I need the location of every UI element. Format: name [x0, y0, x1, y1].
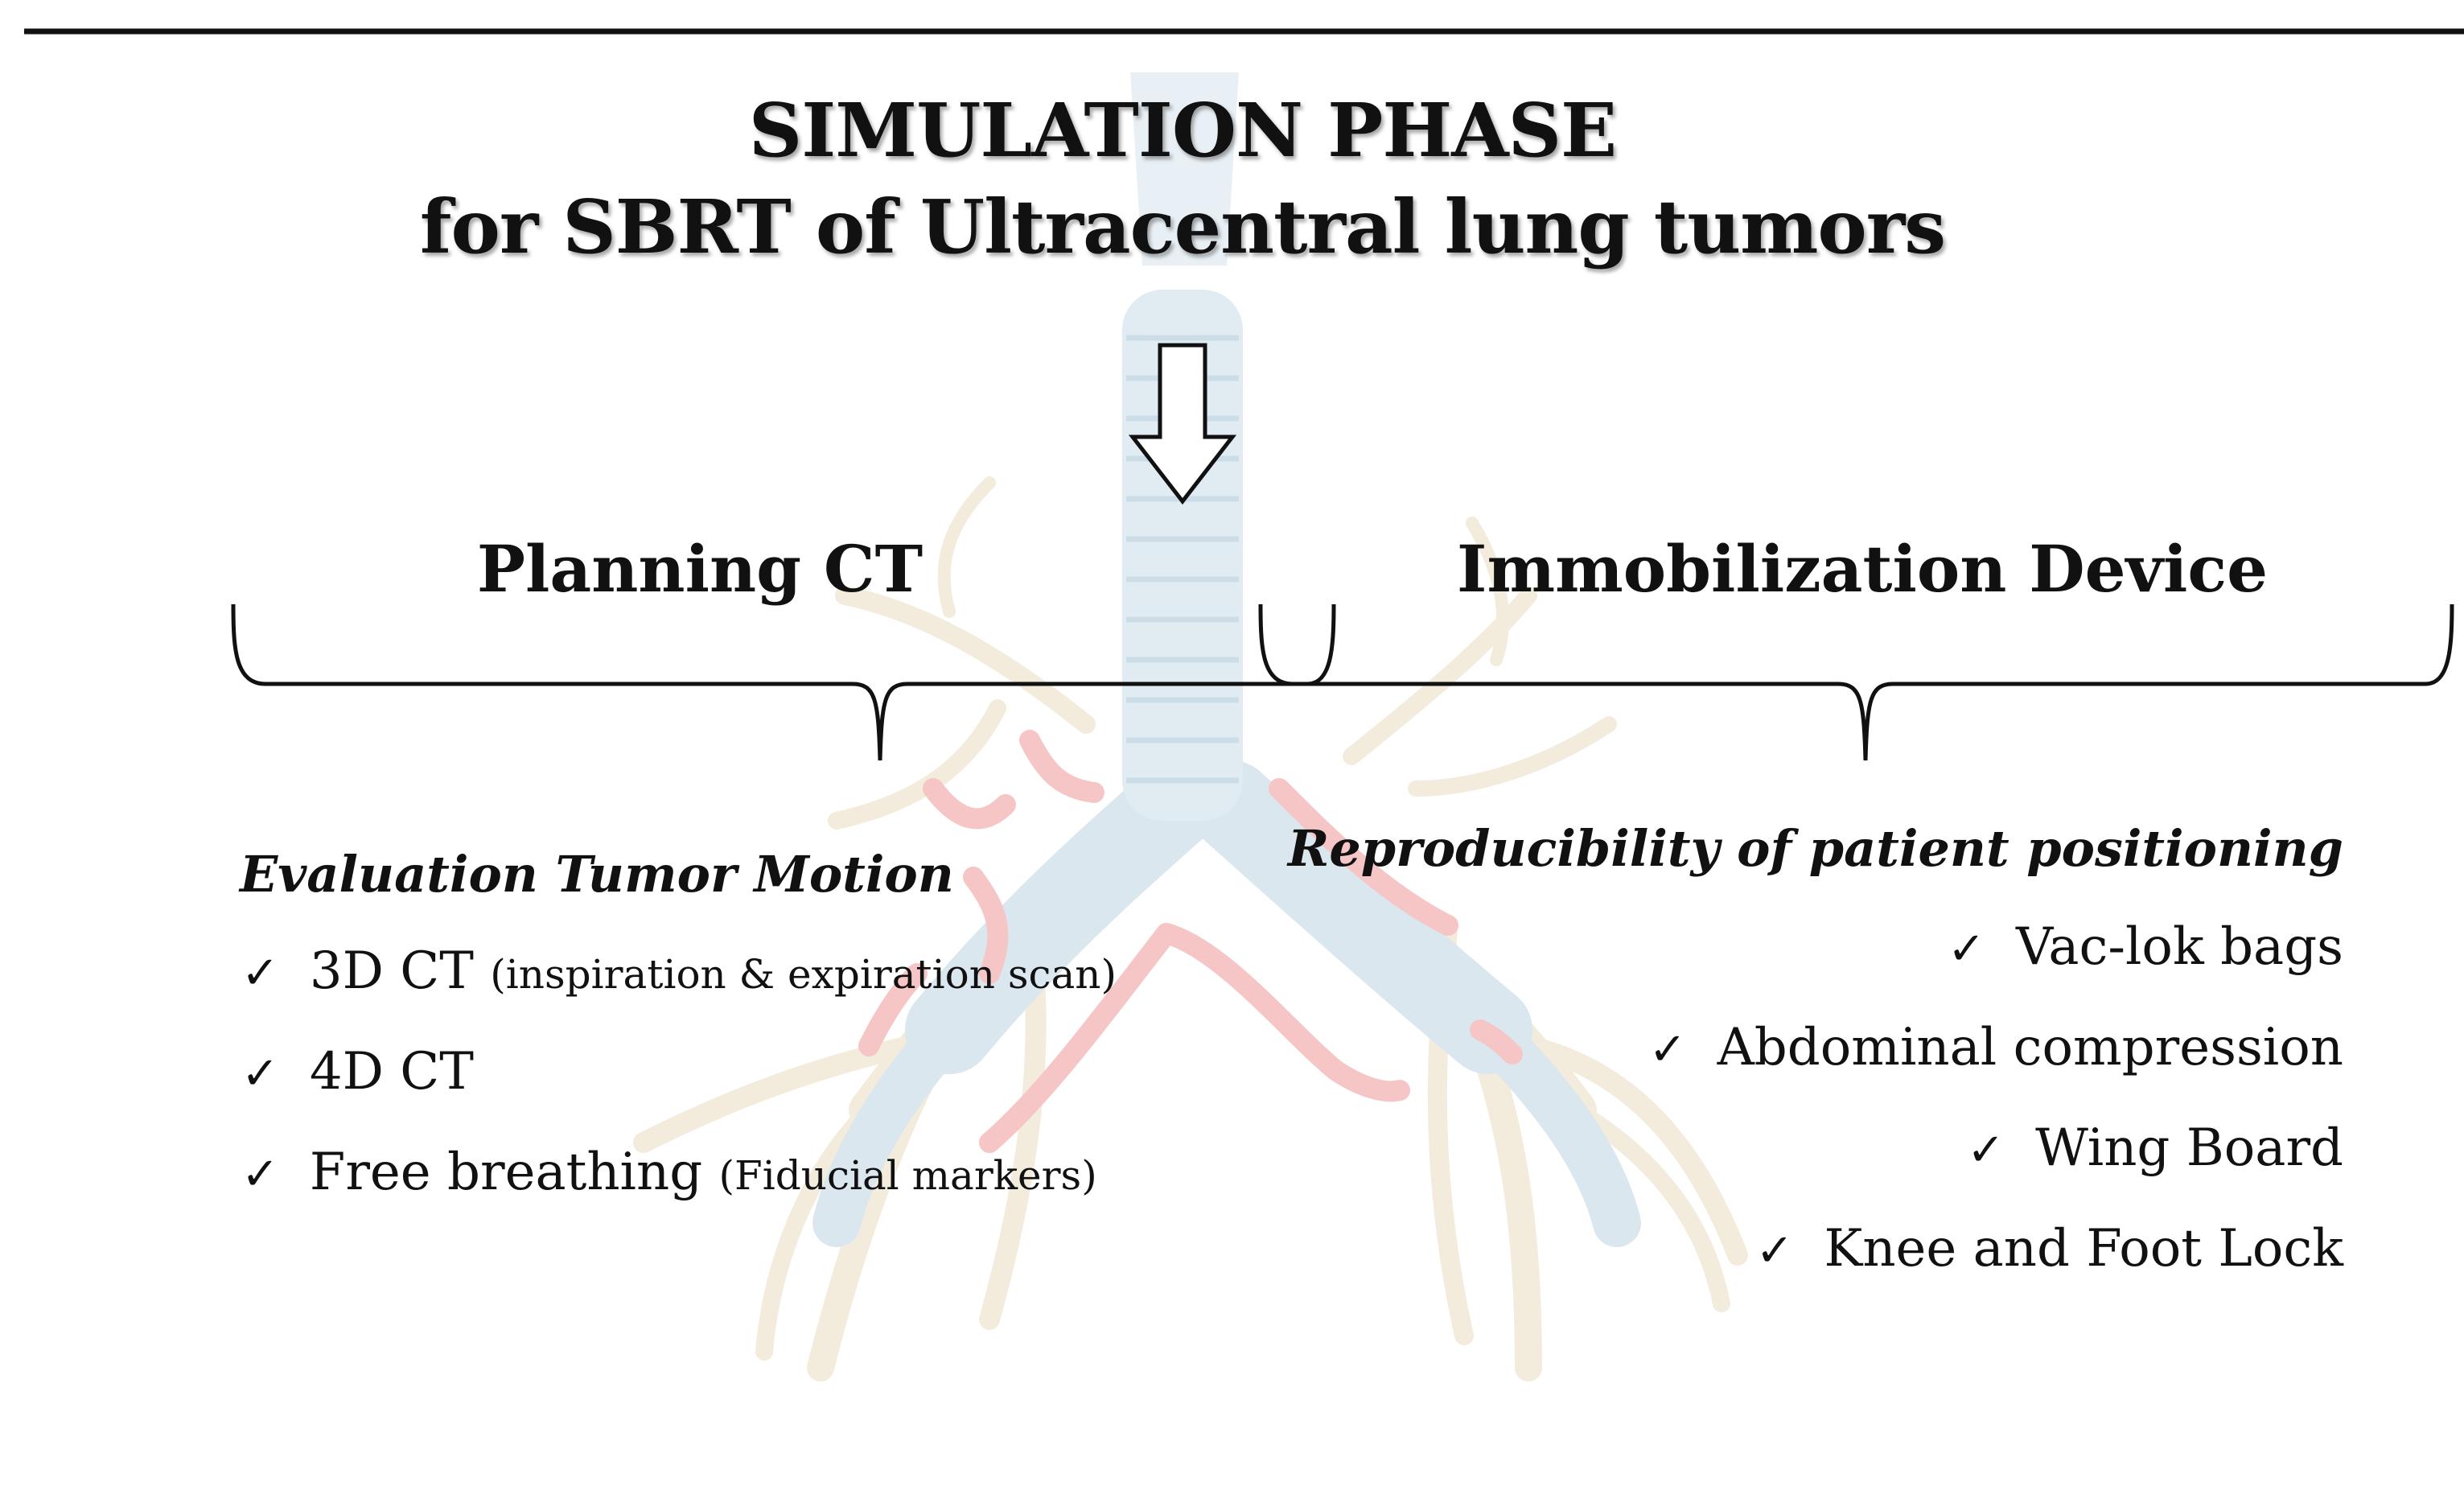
right-brace [1258, 603, 2454, 761]
item-main: Free breathing [309, 1143, 703, 1202]
item-main: Abdominal compression [1717, 1018, 2343, 1077]
checkmark-icon: ✓ [1648, 1023, 1687, 1076]
item-note: (Fiducial markers) [718, 1152, 1097, 1199]
item-note: (inspiration & expiration scan) [490, 951, 1117, 998]
diagram-title: SIMULATION PHASE [748, 87, 1617, 174]
checkmark-icon: ✓ [1948, 923, 1985, 975]
top-rule [24, 28, 2464, 35]
diagram-subtitle: for SBRT of Ultracentral lung tumors [419, 183, 1946, 270]
list-item: ✓ Vac-lok bags [1948, 917, 2343, 977]
item-main: 4D CT [309, 1042, 474, 1102]
bronchial-tree [633, 72, 1748, 1382]
down-arrow-icon [1128, 343, 1237, 505]
list-item: ✓ 4D CT [241, 1042, 474, 1102]
list-item: ✓ 3D CT (inspiration & expiration scan) [241, 941, 1117, 1001]
immobilization-device-heading: Immobilization Device [1457, 531, 2268, 607]
list-item: ✓ Knee and Foot Lock [1756, 1219, 2343, 1279]
evaluation-tumor-motion-label: Evaluation Tumor Motion [240, 845, 954, 904]
checkmark-icon: ✓ [241, 947, 279, 999]
item-main: 3D CT [309, 941, 474, 1001]
reproducibility-label: Reproducibility of patient positioning [1287, 819, 2343, 878]
checkmark-icon: ✓ [1967, 1124, 2005, 1176]
list-item: ✓ Free breathing (Fiducial markers) [241, 1143, 1097, 1202]
item-main: Knee and Foot Lock [1824, 1219, 2344, 1279]
checkmark-icon: ✓ [241, 1048, 279, 1100]
left-brace [231, 603, 1336, 761]
list-item: ✓ Abdominal compression [1649, 1018, 2343, 1077]
item-main: Wing Board [2035, 1118, 2343, 1178]
checkmark-icon: ✓ [241, 1148, 279, 1200]
planning-ct-heading: Planning CT [476, 531, 923, 607]
checkmark-icon: ✓ [1755, 1225, 1794, 1277]
item-main: Vac-lok bags [2015, 917, 2343, 977]
list-item: ✓ Wing Board [1967, 1118, 2343, 1178]
